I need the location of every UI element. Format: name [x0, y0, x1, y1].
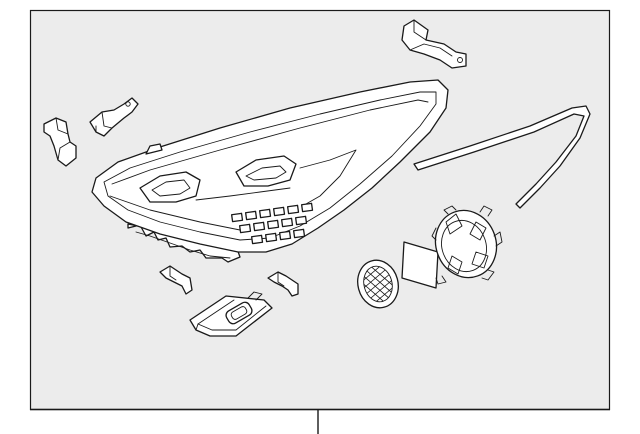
trim-seal-strip[interactable] [413, 105, 591, 209]
small-clip-left[interactable] [159, 265, 193, 295]
ballast-module[interactable] [189, 291, 273, 337]
small-clip-right[interactable] [267, 271, 299, 297]
upper-mounting-bracket[interactable] [401, 19, 467, 69]
headlamp-assembly[interactable] [91, 79, 449, 263]
bulb-socket-cap[interactable] [426, 202, 506, 286]
led-grid [230, 202, 314, 245]
gasket-pad[interactable] [401, 241, 439, 289]
left-upper-bracket[interactable] [89, 97, 139, 137]
left-side-bracket[interactable] [43, 117, 77, 167]
